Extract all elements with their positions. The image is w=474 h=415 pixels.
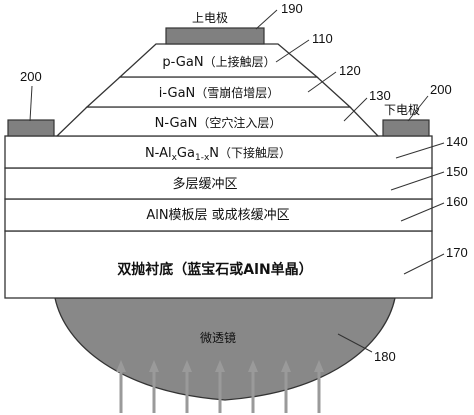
substrate-layer xyxy=(4,230,433,299)
p-gan-prefix: p-GaN xyxy=(162,55,203,70)
aln-template-label: AlN模板层 或成核缓冲区 xyxy=(146,208,289,223)
leader-170 xyxy=(403,253,445,275)
i-gan-note: （雪崩倍增层） xyxy=(195,85,279,100)
microlens-label: 微透镜 xyxy=(200,330,236,345)
ref-140: 140 xyxy=(446,134,468,149)
multilayer-buffer-label: 多层缓冲区 xyxy=(172,176,237,192)
aln-template-layer xyxy=(4,198,433,232)
ref-190: 190 xyxy=(281,1,303,16)
ref-120: 120 xyxy=(339,63,361,78)
algan-contact-layer xyxy=(4,135,433,169)
ref-130: 130 xyxy=(369,88,391,103)
algan-part1: N-Al xyxy=(145,146,172,161)
n-gan-note: （空穴注入层） xyxy=(197,115,281,130)
leader-150 xyxy=(390,171,445,191)
i-gan-label: i-GaN（雪崩倍增层） xyxy=(159,85,280,101)
bottom-electrode-label: 下电极 xyxy=(384,103,420,117)
p-gan-label: p-GaN（上接触层） xyxy=(162,54,275,70)
bottom-electrode-left xyxy=(7,119,55,137)
incident-light-arrow xyxy=(215,360,225,413)
leader-130 xyxy=(343,97,368,122)
leader-180 xyxy=(337,333,373,353)
incident-light-arrow xyxy=(149,360,159,413)
p-gan-note: （上接触层） xyxy=(204,54,276,69)
algan-note: （下接触层） xyxy=(219,145,291,160)
leader-160 xyxy=(400,202,445,222)
incident-light-arrow xyxy=(116,360,126,413)
substrate-label: 双抛衬底（蓝宝石或AlN单晶） xyxy=(117,261,312,278)
ref-200-left: 200 xyxy=(20,69,42,84)
incident-light-arrow xyxy=(281,360,291,413)
leader-200-left xyxy=(29,85,33,122)
algan-label: N-AlxGa1-xN（下接触层） xyxy=(145,145,291,163)
i-gan-prefix: i-GaN xyxy=(159,86,196,101)
incident-light-arrows xyxy=(116,360,324,413)
leader-140 xyxy=(395,142,445,159)
incident-light-arrow xyxy=(248,360,258,413)
ref-180: 180 xyxy=(374,349,396,364)
leader-190 xyxy=(255,9,278,30)
incident-light-arrow xyxy=(314,360,324,413)
leader-120 xyxy=(307,71,337,93)
n-gan-prefix: N-GaN xyxy=(155,116,198,131)
ref-170: 170 xyxy=(446,245,468,260)
algan-sub2: 1-x xyxy=(195,153,210,163)
ref-200-right: 200 xyxy=(430,82,452,97)
top-electrode-label: 上电极 xyxy=(192,11,228,25)
algan-part2: Ga xyxy=(177,146,195,161)
microlens xyxy=(54,297,396,401)
n-gan-label: N-GaN（空穴注入层） xyxy=(155,115,282,131)
algan-sub1: x xyxy=(172,153,178,163)
leader-110 xyxy=(275,39,310,63)
top-electrode xyxy=(165,27,265,45)
ref-160: 160 xyxy=(446,194,468,209)
algan-part3: N xyxy=(209,146,219,161)
ref-110: 110 xyxy=(312,31,333,46)
bottom-electrode-right xyxy=(382,119,430,137)
leader-200-right xyxy=(407,95,429,122)
ref-150: 150 xyxy=(446,164,468,179)
incident-light-arrow xyxy=(182,360,192,413)
